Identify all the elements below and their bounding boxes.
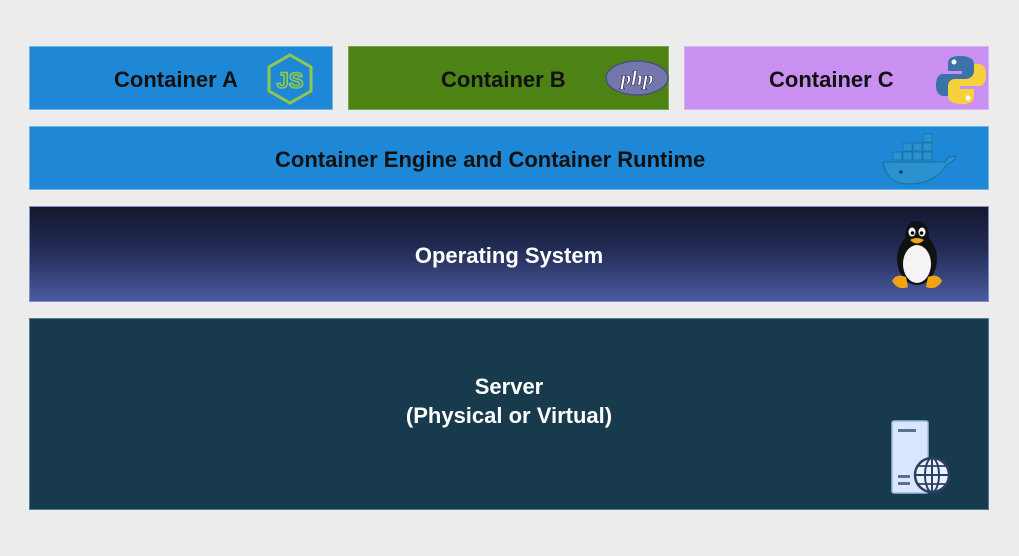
container-a-label: Container A	[114, 67, 238, 92]
svg-text:php: php	[619, 66, 654, 90]
operating-system-label: Operating System	[414, 243, 604, 268]
nodejs-icon: JS	[267, 53, 313, 105]
container-b-box: Container B php	[348, 46, 669, 110]
container-a-box: Container A JS	[29, 46, 333, 110]
container-c-box: Container C	[684, 46, 989, 110]
container-c-label: Container C	[769, 67, 894, 92]
container-b-label: Container B	[441, 67, 566, 92]
container-engine-box: Container Engine and Container Runtime	[29, 126, 989, 190]
server-label: Server (Physical or Virtual)	[405, 374, 613, 428]
svg-text:JS: JS	[277, 68, 304, 93]
php-icon: php	[605, 60, 669, 96]
server-box: Server (Physical or Virtual)	[29, 318, 989, 510]
server-globe-icon	[891, 420, 951, 494]
container-engine-label: Container Engine and Container Runtime	[275, 147, 706, 172]
operating-system-box: Operating System	[29, 206, 989, 302]
docker-whale-icon	[882, 133, 957, 185]
linux-tux-icon	[892, 221, 942, 289]
python-icon	[936, 56, 986, 104]
